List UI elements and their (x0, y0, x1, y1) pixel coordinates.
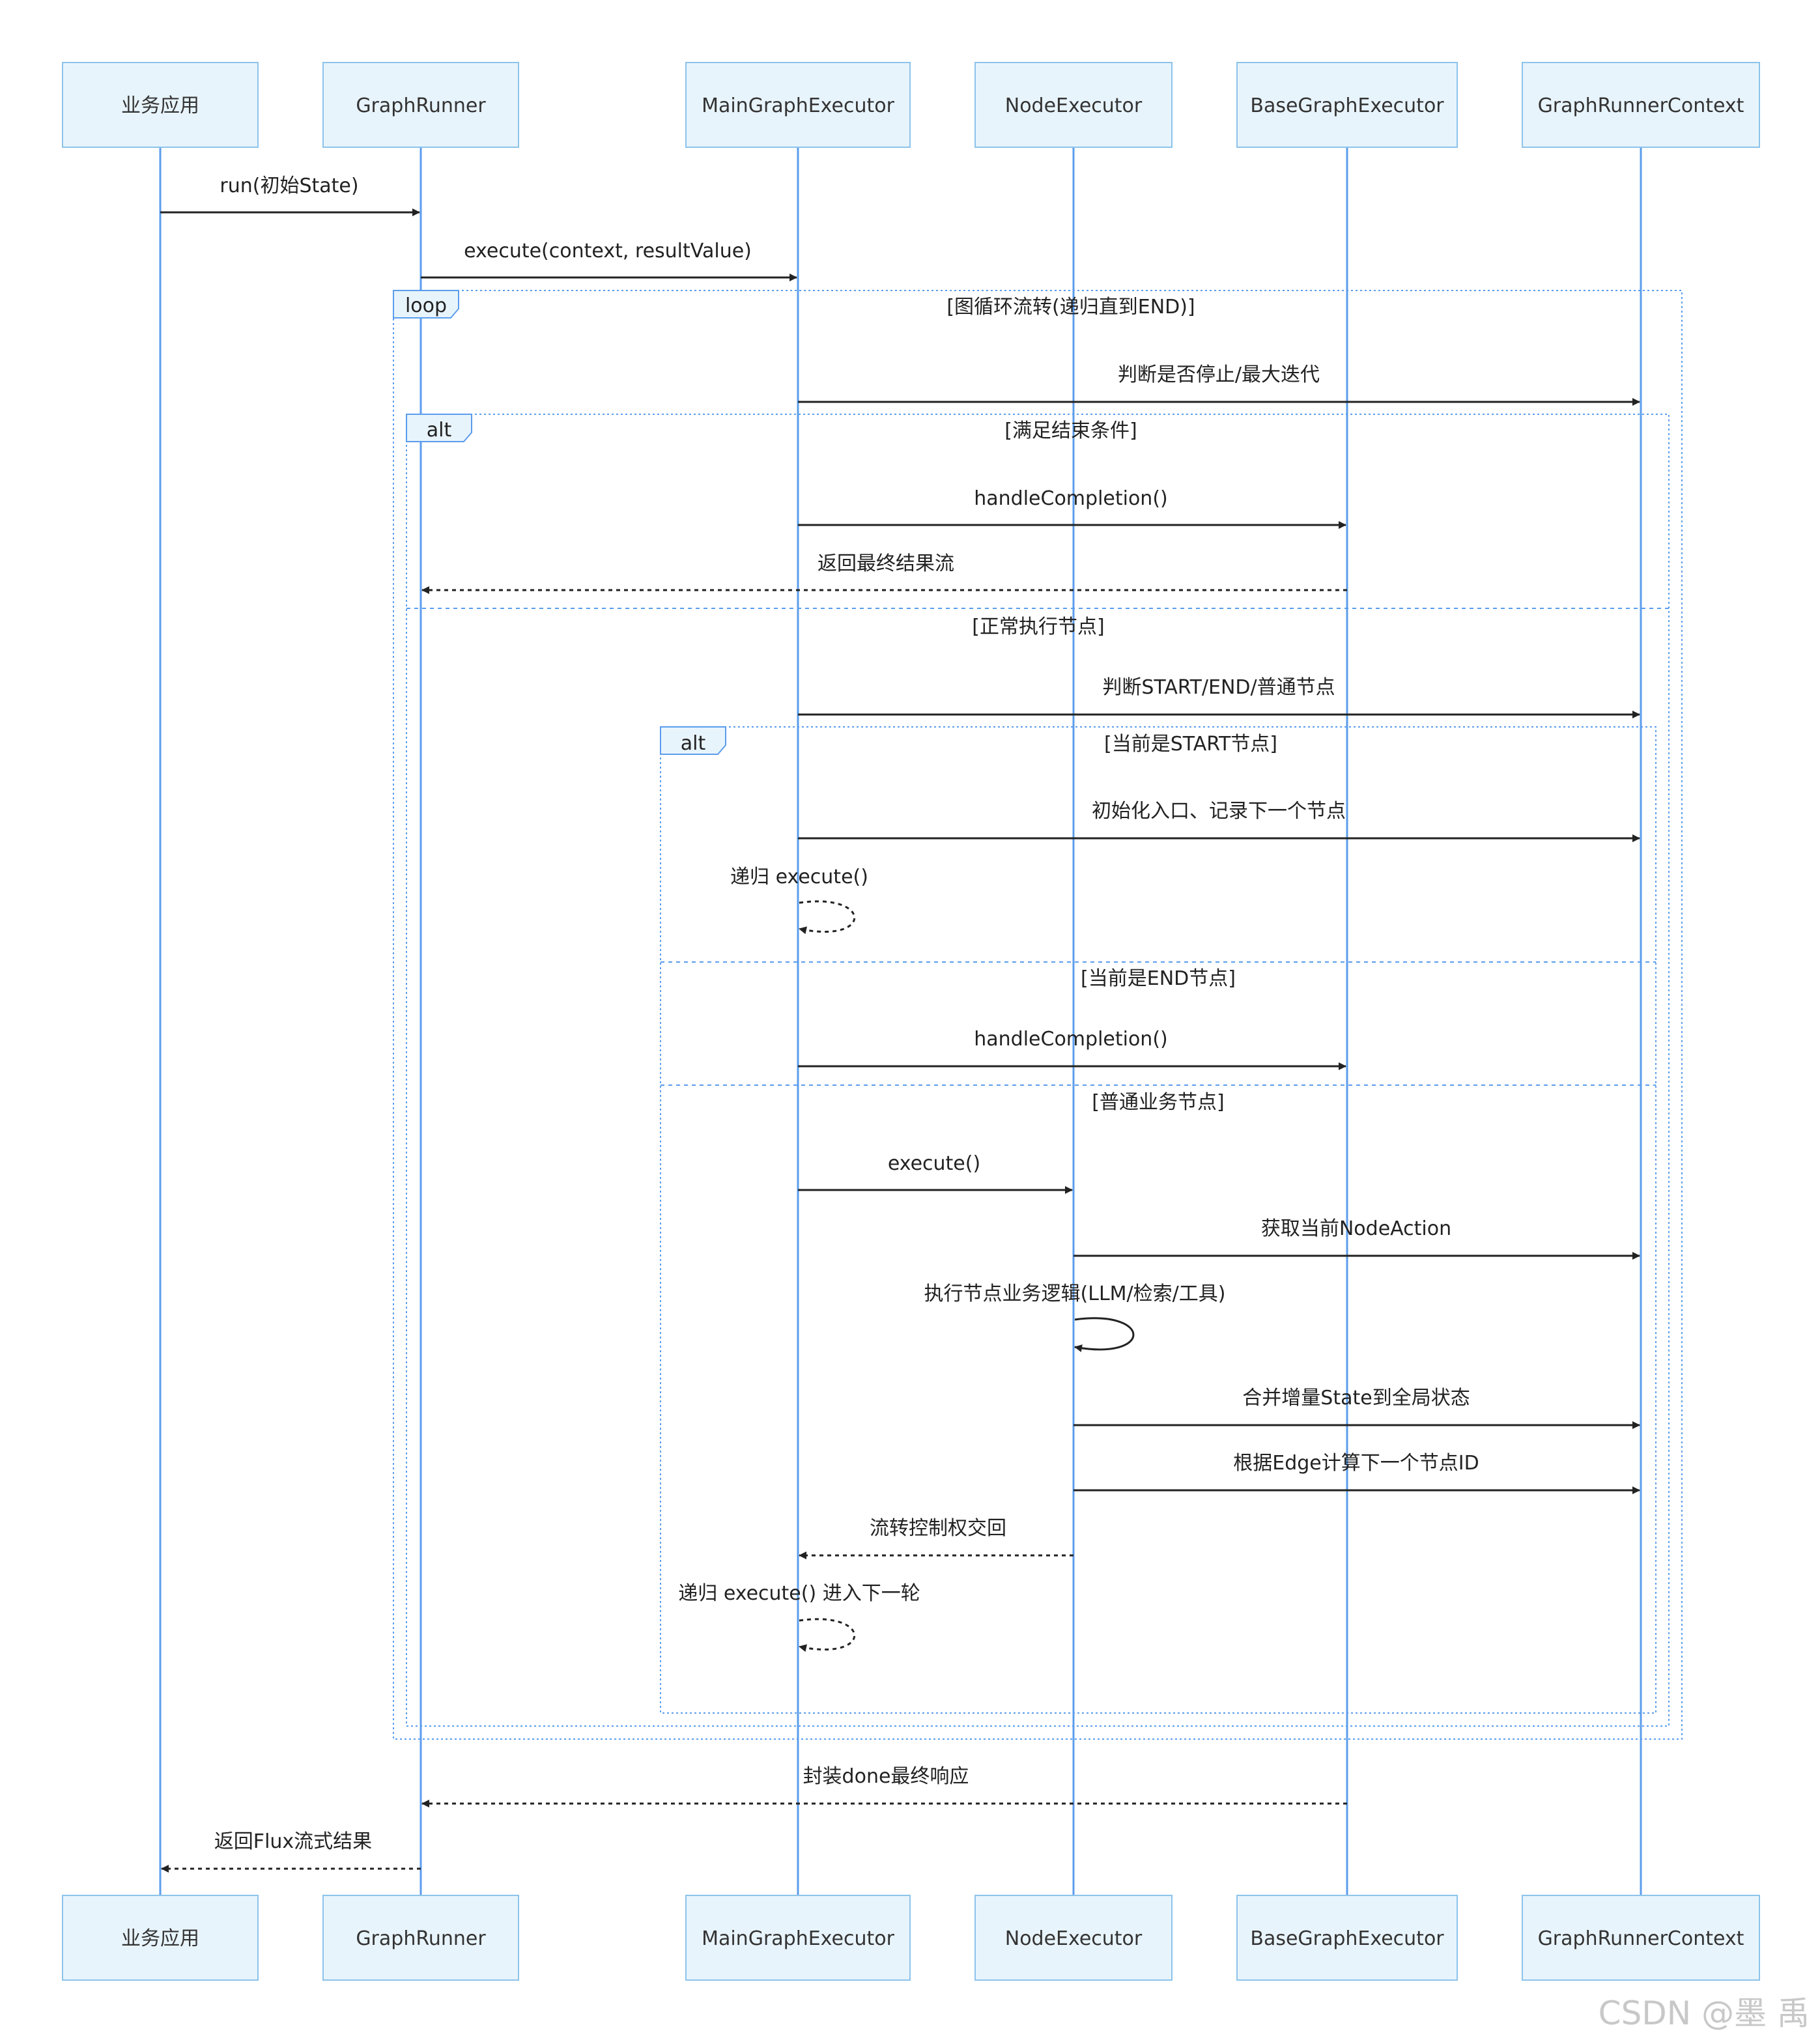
actor-label: BaseGraphExecutor (1250, 94, 1444, 117)
actor-box (62, 62, 259, 148)
actor-label: GraphRunner (356, 94, 486, 117)
loop-frame-condition: [图循环流转(递归直到END)] (946, 296, 1195, 319)
alt-frame-outer-tag (406, 414, 472, 442)
alt-frame-outer-label: alt (427, 419, 452, 442)
actor-box (322, 62, 519, 148)
alt-inner-condition-3: [普通业务节点] (1092, 1091, 1224, 1114)
actor-label: 业务应用 (121, 1927, 199, 1950)
alt-inner-condition-2: [当前是END节点] (1081, 967, 1236, 990)
loop-frame: loop [图循环流转(递归直到END)] (393, 290, 1683, 1740)
actor-label: NodeExecutor (1005, 1927, 1143, 1950)
messages: run(初始State) execute(context, resultValu… (160, 175, 1640, 1873)
actor-label: GraphRunnerContext (1538, 94, 1744, 117)
actor-box (1522, 62, 1760, 148)
loop-frame-tag (393, 290, 459, 319)
loop-frame-label: loop (405, 294, 447, 317)
actor-label: 业务应用 (121, 94, 199, 117)
alt-inner-condition-1: [当前是START节点] (1104, 733, 1277, 756)
alt-outer-condition-2: [正常执行节点] (972, 616, 1104, 638)
actors-bottom: 业务应用 GraphRunner MainGraphExecutor NodeE… (62, 1895, 1760, 1981)
alt-frame-outer: alt [满足结束条件] [正常执行节点] (406, 414, 1670, 1727)
watermark: CSDN @墨 禹 (1599, 1994, 1810, 2032)
lifelines (159, 147, 1642, 1895)
actor-label: GraphRunner (356, 1927, 486, 1950)
loop-frame-border (393, 290, 1683, 1740)
message-label: handleCompletion() (974, 487, 1167, 510)
actor-label: NodeExecutor (1005, 94, 1143, 117)
message-label: 获取当前NodeAction (1261, 1217, 1451, 1240)
message-label: 根据Edge计算下一个节点ID (1233, 1452, 1479, 1475)
message-label: 递归 execute() (730, 866, 868, 888)
message-label: 返回Flux流式结果 (214, 1830, 372, 1853)
actor-label: BaseGraphExecutor (1250, 1927, 1444, 1950)
message-label: 初始化入口、记录下一个节点 (1092, 800, 1346, 823)
actor-label: GraphRunnerContext (1538, 1927, 1744, 1950)
alt-outer-condition-1: [满足结束条件] (1004, 419, 1137, 442)
message-label: execute() (888, 1152, 980, 1175)
actor-box (1522, 1895, 1760, 1981)
actors-top: 业务应用 GraphRunner MainGraphExecutor NodeE… (62, 62, 1760, 148)
message-label: run(初始State) (220, 175, 358, 197)
message-label: 流转控制权交回 (870, 1517, 1006, 1540)
message-self-loop (799, 900, 856, 935)
message-self-loop (1074, 1317, 1135, 1352)
actor-box (685, 1895, 911, 1981)
actor-box (685, 62, 911, 148)
actor-box (1236, 62, 1458, 148)
alt-frame-inner-border (660, 726, 1656, 1714)
actor-box (974, 62, 1173, 148)
actor-box (1236, 1895, 1458, 1981)
actor-box (322, 1895, 519, 1981)
message-label: 封装done最终响应 (803, 1765, 969, 1788)
alt-frame-inner: alt [当前是START节点] [当前是END节点] [普通业务节点] (660, 726, 1656, 1714)
message-label: 判断是否停止/最大迭代 (1118, 363, 1320, 386)
message-self-loop (799, 1618, 856, 1652)
alt-frame-inner-label: alt (681, 732, 706, 755)
message-label: handleCompletion() (974, 1028, 1167, 1051)
alt-frame-outer-border (406, 414, 1670, 1727)
message-label: execute(context, resultValue) (464, 240, 752, 262)
message-label: 返回最终结果流 (818, 552, 954, 575)
actor-box (62, 1895, 259, 1981)
actor-label: MainGraphExecutor (702, 1927, 895, 1950)
actor-label: MainGraphExecutor (702, 94, 895, 117)
actor-box (974, 1895, 1173, 1981)
message-label: 递归 execute() 进入下一轮 (678, 1582, 920, 1605)
alt-frame-inner-tag (660, 726, 726, 755)
message-label: 合并增量State到全局状态 (1242, 1387, 1470, 1410)
message-label: 执行节点业务逻辑(LLM/检索/工具) (924, 1282, 1226, 1305)
message-label: 判断START/END/普通节点 (1102, 676, 1335, 699)
